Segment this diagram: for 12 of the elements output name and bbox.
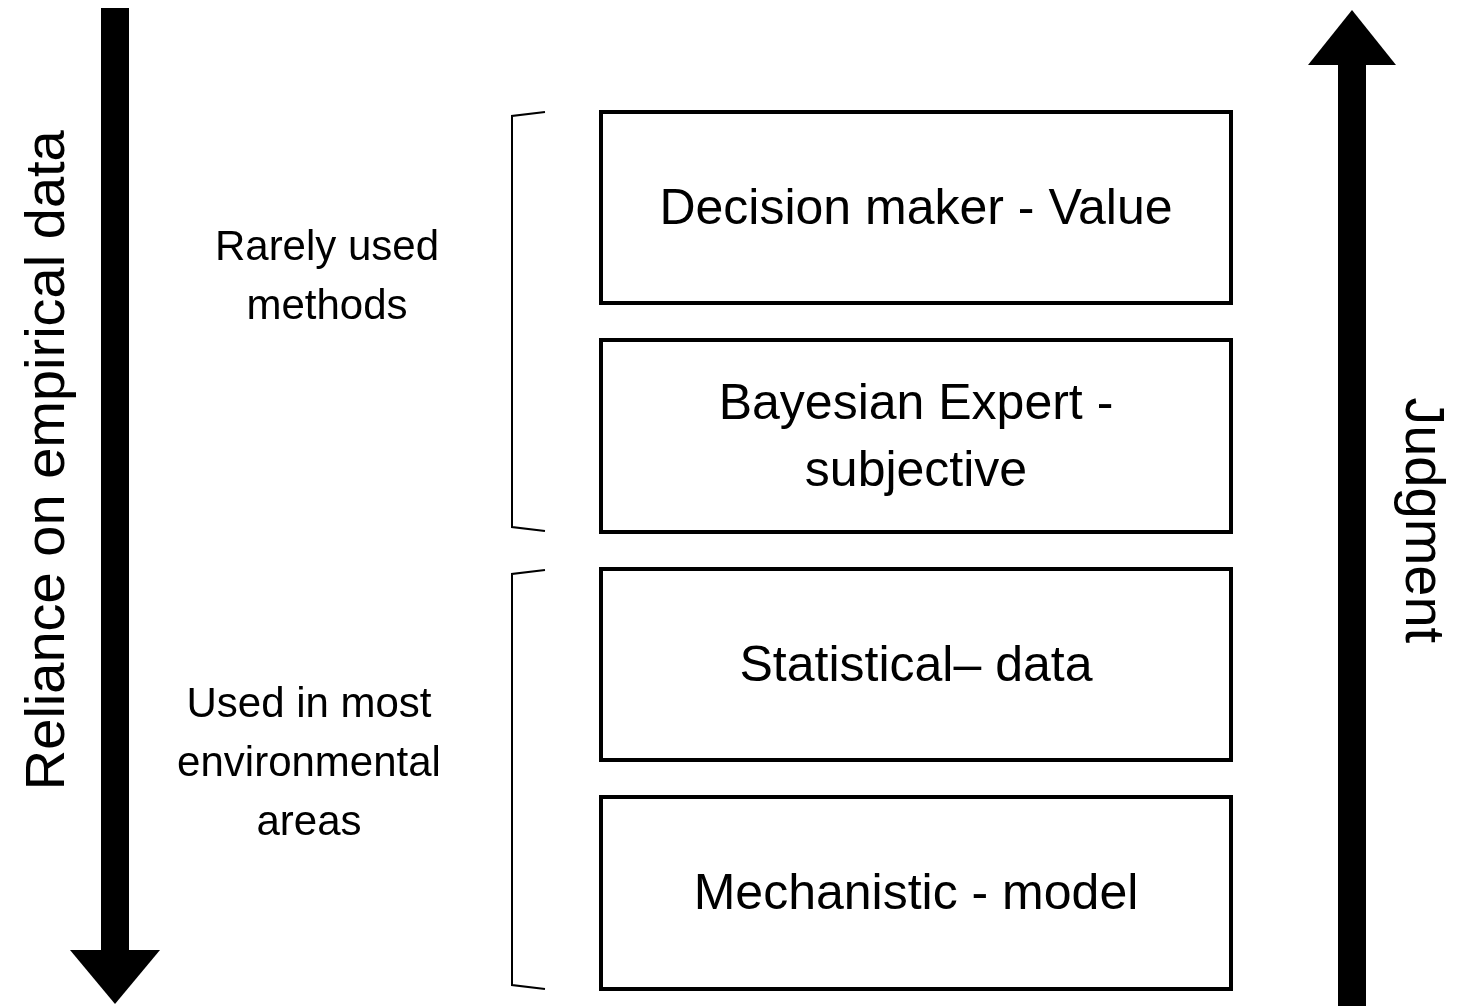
axis-label: Judgment bbox=[1393, 396, 1459, 646]
box-label: Bayesian Expert - subjective bbox=[717, 372, 1115, 499]
group-label: Rarely used methods bbox=[213, 221, 441, 330]
box-label: Decision maker - Value bbox=[659, 177, 1173, 237]
box-label: Statistical– data bbox=[739, 634, 1093, 694]
group-label: Used in most environmental areas bbox=[176, 678, 442, 846]
box-label: Mechanistic - model bbox=[693, 863, 1139, 923]
method-box bbox=[599, 567, 1233, 762]
method-box bbox=[599, 338, 1233, 534]
axis-label: Reliance on empirical data bbox=[11, 129, 77, 793]
method-box bbox=[599, 110, 1233, 305]
method-box bbox=[599, 795, 1233, 991]
